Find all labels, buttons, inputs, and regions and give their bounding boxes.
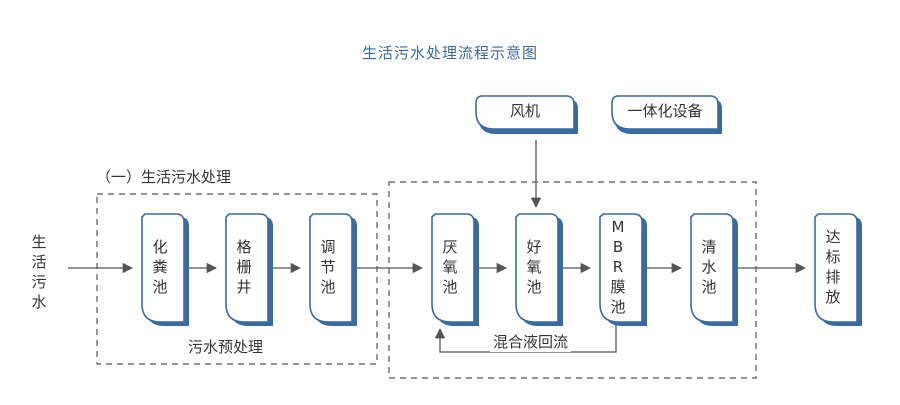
septic-tank: 化粪池: [140, 212, 189, 326]
grille-well-label: 格栅井: [236, 238, 252, 296]
pretreatment-label: 污水预处理: [188, 338, 264, 356]
aerobic-tank: 好氧池: [514, 212, 563, 326]
integrated-equipment-box: 一体化设备: [610, 94, 726, 139]
diagram-title: 生活污水处理流程示意图: [361, 44, 538, 62]
grille-well: 格栅井: [224, 212, 273, 326]
recirculation-loop: [434, 322, 617, 353]
septic-tank-label: 化粪池: [152, 238, 168, 296]
mbr-tank-label: MBR膜池: [610, 218, 626, 316]
regulating-tank-label: 调节池: [320, 238, 336, 296]
anoxic-tank-label: 厌氧池: [442, 238, 458, 296]
mbr-tank: MBR膜池: [598, 212, 647, 326]
biological-treatment-group-box: [388, 181, 757, 379]
clear-water-tank: 清水池: [689, 212, 738, 326]
section-label: （一）生活污水处理: [96, 168, 232, 186]
blower-label: 风机: [509, 102, 540, 120]
blower-box: 风机: [474, 94, 582, 139]
regulating-tank: 调节池: [308, 212, 357, 326]
recirculation-label: 混合液回流: [490, 331, 572, 352]
input-label: 生活污水: [31, 233, 47, 311]
pretreatment-group-box: [96, 193, 378, 365]
integrated-equipment-label: 一体化设备: [627, 102, 703, 120]
discharge-tank-label: 达标排放: [825, 228, 841, 306]
clear-water-tank-label: 清水池: [701, 238, 717, 296]
aerobic-tank-label: 好氧池: [526, 238, 542, 296]
anoxic-tank: 厌氧池: [430, 212, 479, 326]
discharge-tank: 达标排放: [813, 212, 862, 326]
